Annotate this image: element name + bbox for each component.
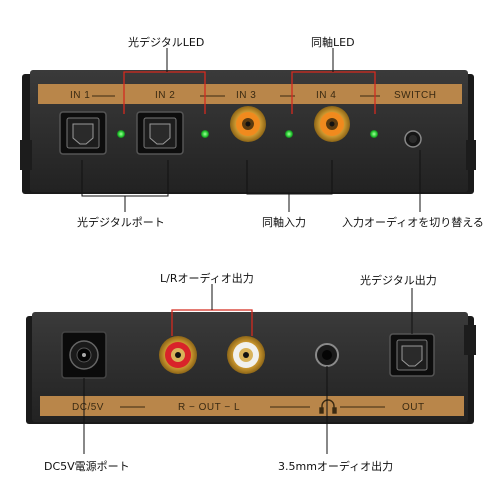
callout-coax-led: 同軸LED	[311, 36, 355, 49]
led-in2	[201, 130, 209, 138]
rca-out-left[interactable]	[227, 336, 265, 374]
port-label-in3: IN 3	[236, 90, 256, 101]
port-label-in1: IN 1	[70, 90, 90, 101]
port-label-switch: SWITCH	[394, 90, 436, 101]
optical-port-in2[interactable]	[136, 111, 184, 155]
port-label-rl-out: R − OUT − L	[178, 402, 240, 413]
coax-port-in4[interactable]	[314, 106, 350, 142]
headphone-port[interactable]	[315, 343, 339, 367]
port-label-dc: DC/5V	[72, 402, 104, 413]
port-label-in2: IN 2	[155, 90, 175, 101]
callout-lr-audio-out: L/Rオーディオ出力	[160, 272, 254, 285]
top-callout-lines-black	[81, 48, 421, 212]
callout-line-optical-led	[123, 71, 206, 114]
top-side-tab-left	[20, 140, 32, 170]
callout-headphone-out: 3.5mmオーディオ出力	[278, 460, 394, 473]
callout-optical-port: 光デジタルポート	[77, 216, 165, 229]
port-label-out: OUT	[402, 402, 425, 413]
optical-port-in1[interactable]	[59, 111, 107, 155]
bottom-side-tab-right	[464, 325, 476, 355]
callout-dc-port: DC5V電源ポート	[44, 460, 130, 473]
led-in3	[285, 130, 293, 138]
bottom-panel: DC/5V R − OUT − L OUT	[26, 312, 476, 424]
top-label-strip	[38, 84, 462, 104]
top-panel: IN 1 IN 2 IN 3 IN 4 SWITCH	[20, 70, 476, 194]
rca-out-right[interactable]	[159, 336, 197, 374]
switch-button[interactable]	[404, 130, 422, 148]
bottom-label-strip	[40, 396, 464, 416]
dc-power-port[interactable]	[61, 331, 107, 379]
callout-switch-input: 入力オーディオを切り替える	[342, 216, 484, 229]
bottom-callout-lines	[83, 284, 413, 454]
top-side-tab-right	[466, 140, 476, 170]
coax-port-in3[interactable]	[230, 106, 266, 142]
port-label-in4: IN 4	[316, 90, 336, 101]
led-in1	[117, 130, 125, 138]
led-in4	[370, 130, 378, 138]
callout-optical-led: 光デジタルLED	[128, 36, 205, 49]
headphone-icon	[319, 399, 337, 414]
callout-optical-out: 光デジタル出力	[360, 274, 437, 287]
optical-out-port[interactable]	[389, 333, 435, 377]
callout-coax-input: 同軸入力	[262, 216, 306, 229]
